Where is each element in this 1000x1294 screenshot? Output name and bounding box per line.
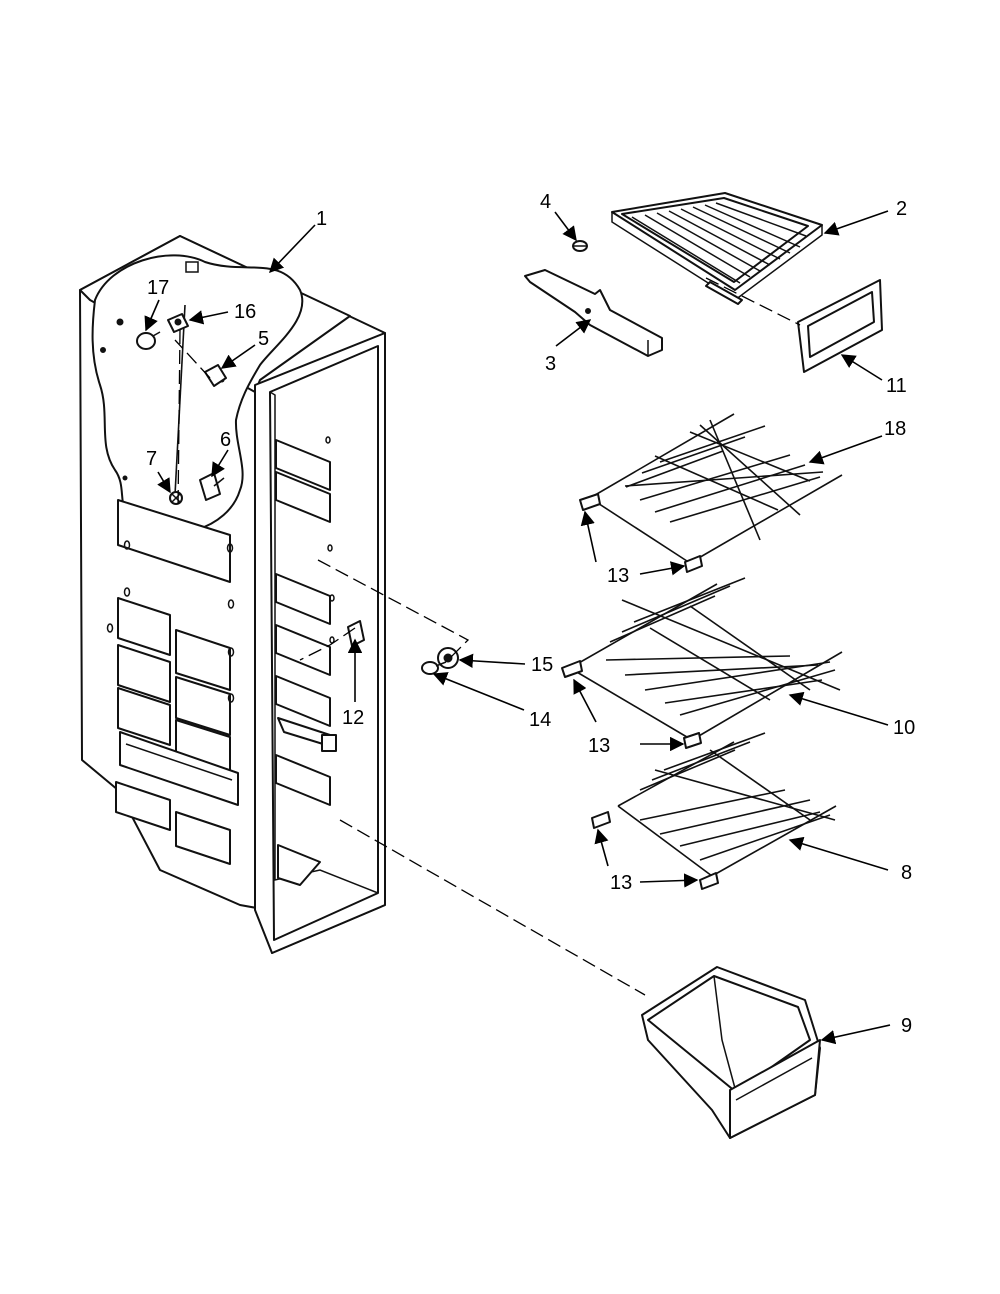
wire-shelf-part-18 [579,413,843,573]
callout-12: 12 [342,707,364,729]
callout-6: 6 [220,429,231,451]
callout-8: 8 [901,862,912,884]
callout-14: 14 [529,709,551,731]
callout-5: 5 [258,328,269,350]
callout-3: 3 [545,353,556,375]
callout-11: 11 [886,375,907,397]
assembly-lines [174,277,801,996]
callout-4: 4 [540,191,551,213]
wire-shelf-part-8 [591,732,837,890]
callout-16: 16 [234,301,256,323]
callout-13: 13 [607,565,629,587]
freezer-liner-part-1 [79,235,386,954]
callout-17: 17 [147,277,169,299]
storage-bin-part-9 [641,966,821,1139]
callout-2: 2 [896,198,907,220]
leader-arrows [144,210,891,1045]
screw-part-4 [572,240,588,252]
liner-side-vents [275,436,337,886]
fastener-part-15 [437,647,459,669]
callout-13: 13 [610,872,632,894]
fastener-part-14 [421,661,447,675]
callout-9: 9 [901,1015,912,1037]
callout-7: 7 [146,448,157,470]
callout-13: 13 [588,735,610,757]
shelf-frame-part-2 [611,192,823,305]
callout-1: 1 [316,208,327,230]
callout-15: 15 [531,654,553,676]
liner-rear-panel-vents [106,499,239,865]
bracket-part-3 [524,269,663,357]
callout-18: 18 [884,418,906,440]
wire-shelf-part-10 [561,577,843,749]
callout-labels: 1 2 3 4 5 6 7 8 9 10 11 12 13 13 13 13 1… [146,191,915,1037]
label-holder-part-11 [797,279,883,373]
callout-10: 10 [893,717,915,739]
